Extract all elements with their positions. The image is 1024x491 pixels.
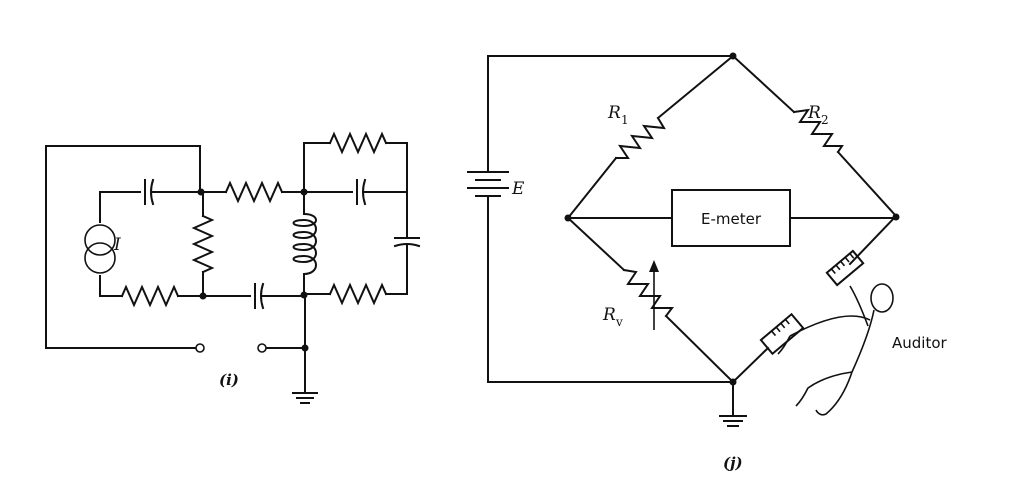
node: [300, 291, 308, 299]
rv-label: R: [602, 305, 616, 325]
node: [301, 344, 309, 352]
source-label: I: [113, 235, 121, 255]
resistor-r2: [792, 108, 844, 154]
node: [729, 52, 737, 60]
battery: [467, 171, 509, 197]
r2-label: R: [807, 103, 821, 123]
terminal-left: [195, 343, 205, 353]
r1-label: R: [607, 103, 621, 123]
resistor-rv: [622, 268, 674, 318]
caption-i: (i): [219, 371, 239, 389]
node: [729, 378, 737, 386]
ground-symbol-i: [292, 392, 318, 404]
resistor-r1: [615, 116, 666, 159]
circuit-i: I: [45, 131, 421, 404]
resistor-top: [328, 131, 388, 155]
node: [564, 214, 572, 222]
current-source: [84, 224, 116, 274]
r2-subscript: 2: [821, 113, 829, 127]
frame-wire: [45, 145, 201, 349]
r1-subscript: 1: [621, 113, 629, 127]
node: [197, 188, 205, 196]
ground-symbol-j: [719, 415, 747, 427]
auditor-figure: [777, 283, 894, 416]
electrode-can-upper: [825, 249, 865, 287]
auditor-label: Auditor: [892, 334, 948, 352]
resistor-middle: [224, 180, 284, 204]
inductor: [292, 212, 317, 276]
node: [892, 213, 900, 221]
resistor-bottom-right: [328, 282, 388, 306]
node: [199, 292, 207, 300]
resistor-vertical: [191, 214, 215, 274]
terminal-right: [257, 343, 267, 353]
rv-subscript: v: [615, 315, 623, 329]
resistor-bottom-left: [120, 284, 180, 308]
e-meter-label: E-meter: [701, 210, 762, 228]
capacitor-c1: [144, 178, 155, 206]
caption-j: (j): [723, 454, 743, 472]
node: [300, 188, 308, 196]
circuit-j: E R 1 R 2 R v: [467, 52, 948, 472]
battery-label: E: [511, 179, 525, 199]
